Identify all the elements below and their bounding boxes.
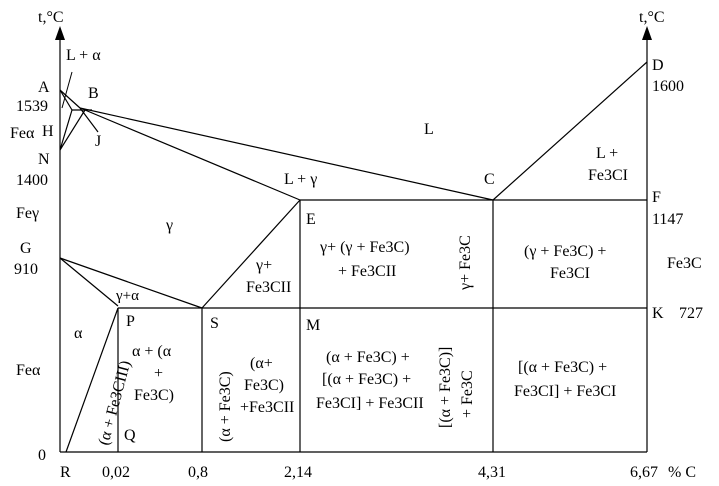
label-fe-alpha-top: Feα <box>10 125 35 142</box>
point-S: S <box>210 315 219 332</box>
point-B: B <box>88 85 99 102</box>
left-axis-title: t,°C <box>38 9 64 26</box>
x-tick-6-67: 6,67 <box>630 464 658 481</box>
label-m-line3: Fe3CI] + Fe3CII <box>316 395 424 412</box>
point-K: K <box>652 305 664 322</box>
label-l-fe3c-line1: L + <box>596 145 618 162</box>
label-ps-line1: α + (α <box>132 343 172 360</box>
label-liquid: L <box>424 121 434 138</box>
label-gamma-alpha: γ+α <box>115 288 139 304</box>
right-axis-title: t,°C <box>639 9 665 26</box>
right-axis-arrow-icon <box>642 26 652 40</box>
line-PQ-solvus <box>65 307 119 453</box>
temp-1600: 1600 <box>652 78 684 95</box>
point-Q: Q <box>124 427 136 444</box>
point-R: R <box>60 464 71 481</box>
label-s2-line1: (α+ <box>250 355 273 372</box>
pointer-J <box>79 107 99 133</box>
label-ps-line2: + <box>154 365 163 382</box>
label-l-alpha: L + α <box>66 47 101 64</box>
temp-0: 0 <box>38 447 46 464</box>
line-JN <box>59 109 86 151</box>
label-e-region-line2: + Fe3CII <box>338 263 396 280</box>
point-H: H <box>42 123 54 140</box>
label-fe-alpha-bottom: Feα <box>16 362 41 379</box>
x-tick-0-8: 0,8 <box>188 464 208 481</box>
point-G: G <box>20 240 32 257</box>
label-c-low-line1: [(α + Fe3C)] <box>437 347 454 428</box>
label-l-gamma: L + γ <box>284 171 317 188</box>
x-unit-label: % C <box>668 464 696 481</box>
label-c-low-line2: + Fe3C <box>459 370 476 418</box>
label-f-region-line1: (γ + Fe3C) + <box>524 243 606 260</box>
line-CD <box>492 61 648 201</box>
temp-1147: 1147 <box>652 211 683 228</box>
point-D: D <box>652 57 664 74</box>
pointer-L-alpha <box>61 71 73 109</box>
label-l-fe3c-line2: Fe3CI <box>588 167 628 184</box>
temp-1400: 1400 <box>16 172 48 189</box>
label-f-region-line2: Fe3CI <box>550 265 590 282</box>
label-r-line1: [(α + Fe3C) + <box>518 359 607 376</box>
label-s-vertical: (α + Fe3C) <box>217 371 234 442</box>
label-alpha: α <box>74 325 83 342</box>
line-HN <box>59 109 73 151</box>
label-s2-line2: Fe3C) <box>244 377 284 394</box>
line-GS <box>59 257 203 309</box>
temp-910: 910 <box>14 261 38 278</box>
label-e-region-line1: γ+ (γ + Fe3C) <box>319 239 410 256</box>
line-AB <box>59 89 81 109</box>
x-tick-4-31: 4,31 <box>478 464 506 481</box>
line-GP <box>59 257 119 307</box>
label-fe-gamma: Feγ <box>16 205 39 222</box>
label-m-line2: [(α + Fe3C) + <box>322 371 411 388</box>
x-tick-2-14: 2,14 <box>284 464 312 481</box>
point-F: F <box>652 189 661 206</box>
point-M: M <box>306 317 320 334</box>
label-gamma: γ <box>165 217 173 234</box>
line-JE <box>84 109 301 201</box>
line-ES <box>201 199 301 309</box>
left-axis-arrow-icon <box>55 26 65 40</box>
label-fe3c-right: Fe3C <box>667 255 702 272</box>
label-m-line1: (α + Fe3C) + <box>326 349 410 366</box>
point-J: J <box>95 133 101 150</box>
temp-727: 727 <box>679 305 703 322</box>
line-AH <box>59 89 73 111</box>
label-c-vertical: γ+ Fe3C <box>457 235 474 291</box>
line-BC <box>79 107 494 201</box>
label-s2-line3: +Fe3CII <box>240 399 294 416</box>
point-N: N <box>38 151 50 168</box>
label-r-line2: Fe3CI] + Fe3CI <box>514 383 616 400</box>
point-P: P <box>126 313 135 330</box>
point-A: A <box>38 79 50 96</box>
label-gamma-fe3c2-line1: γ+ <box>255 257 272 274</box>
label-gamma-fe3c2-line2: Fe3CII <box>246 279 291 296</box>
x-tick-0-02: 0,02 <box>102 464 130 481</box>
label-ps-line3: Fe3C) <box>134 387 174 404</box>
point-C: C <box>484 171 495 188</box>
temp-1539: 1539 <box>16 98 48 115</box>
point-E: E <box>306 211 316 228</box>
